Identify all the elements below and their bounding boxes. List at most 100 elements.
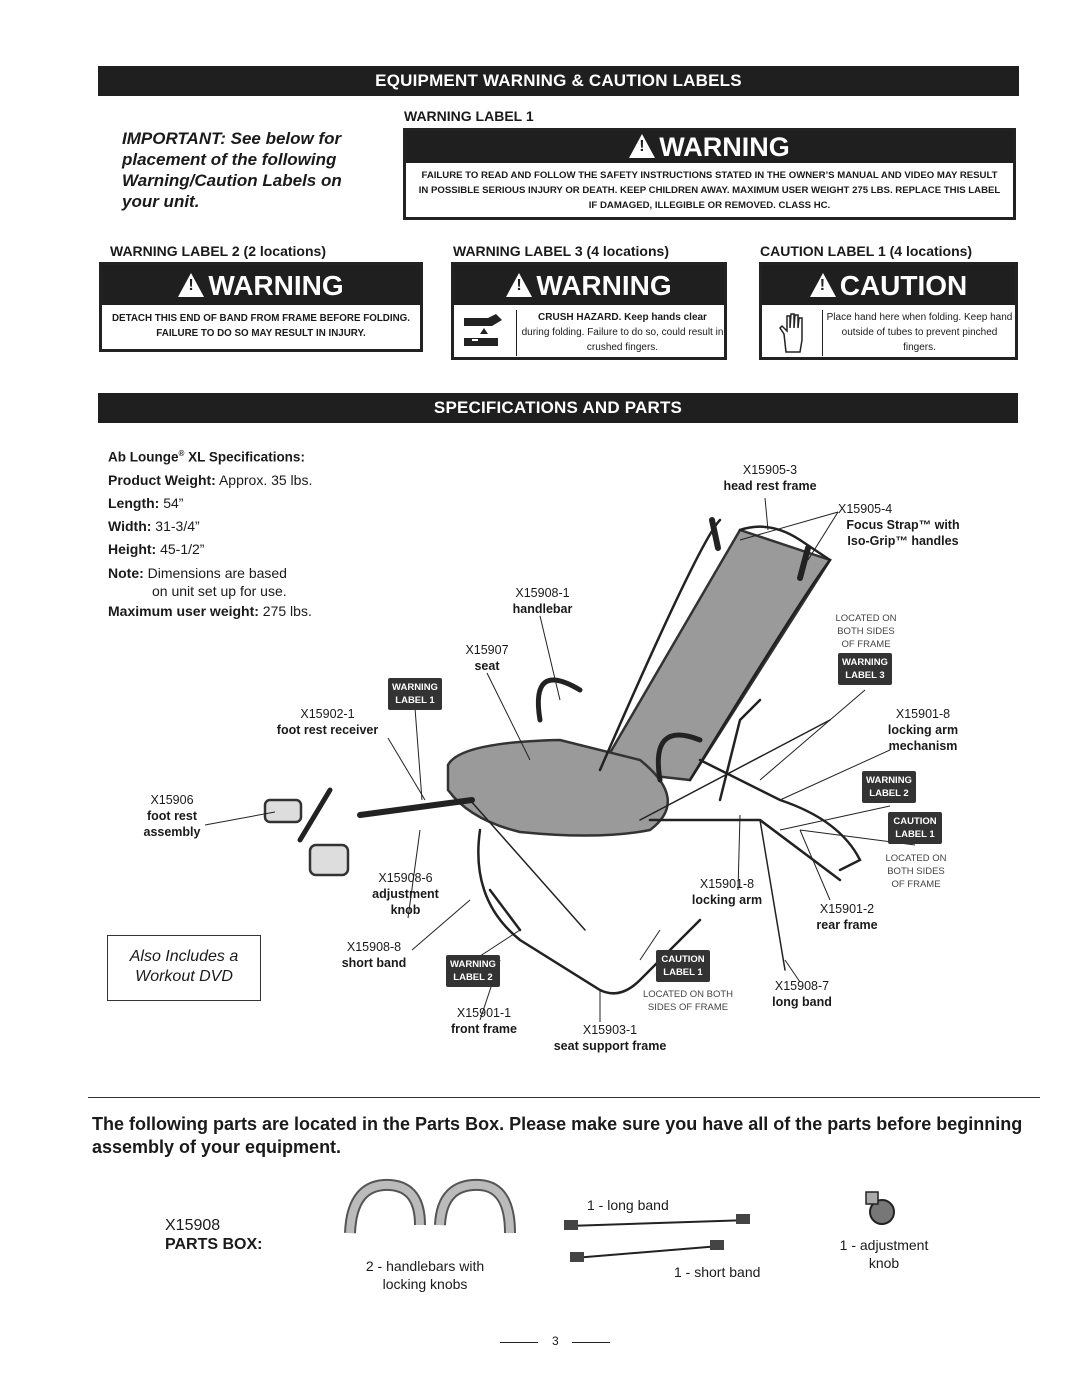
part-code: X15901-8 (699, 877, 755, 891)
spec-weight-value: Approx. 35 lbs. (215, 471, 313, 488)
spec-note-value-2: on unit set up for use. (152, 582, 287, 599)
registered-mark: ® (178, 449, 185, 458)
part-code: X15905-3 (742, 463, 798, 477)
caution-label-1-text: Place hand here when folding. Keep hand … (826, 312, 1013, 353)
spec-weight: Product Weight: Approx. 35 lbs. (108, 469, 408, 492)
tag-text: WARNING (392, 682, 438, 693)
specs-brand: Ab Lounge (108, 449, 179, 465)
handlebars-illustration (344, 1178, 516, 1234)
part-name: rear frame (816, 918, 878, 932)
part-code: X15901-8 (895, 707, 951, 721)
tag-text: LABEL 2 (869, 788, 909, 799)
warning-label-1-title: WARNING LABEL 1 (404, 108, 534, 124)
crush-hazard-icon (458, 310, 517, 356)
warning-label-3-bold: CRUSH HAZARD. Keep hands clear (538, 312, 707, 323)
callout-seat: X15907 seat (452, 642, 522, 674)
callout-adjustment-knob: X15908-6 adjustment knob (358, 870, 453, 918)
caution-heading: CAUTION (839, 270, 968, 301)
tag-text: WARNING (866, 775, 912, 786)
adjustment-knob-illustration (865, 1191, 895, 1225)
tag-text: LABEL 1 (663, 967, 703, 978)
spec-max-value: 275 lbs. (258, 602, 312, 619)
callout-rear-frame: X15901-2 rear frame (806, 901, 888, 933)
located-both-sides-upper: LOCATED ON BOTH SIDES OF FRAME (835, 613, 897, 650)
part-code: X15902-1 (300, 707, 355, 721)
spec-length: Length: 54” (108, 492, 408, 515)
spec-note-label: Note: (108, 564, 144, 581)
callout-front-frame: X15901-1 front frame (444, 1005, 524, 1037)
part-code: X15901-2 (819, 902, 875, 916)
tag-text: LABEL 3 (845, 670, 885, 681)
warning-label-2-title: WARNING LABEL 2 (2 locations) (110, 243, 326, 259)
warning-heading: WARNING (659, 132, 790, 162)
warning-heading: WARNING (208, 270, 344, 301)
spec-length-value: 54” (159, 494, 184, 511)
handlebars-label: 2 - handlebars with locking knobs (365, 1258, 485, 1292)
callout-handlebar: X15908-1 handlebar (490, 585, 595, 617)
spec-weight-label: Product Weight: (108, 471, 216, 488)
warning-label-2: WARNING DETACH THIS END OF BAND FROM FRA… (99, 262, 423, 352)
part-name: seat support frame (553, 1039, 667, 1053)
hand-icon (766, 310, 823, 356)
tag-text: LABEL 1 (395, 695, 435, 706)
divider (88, 1097, 1040, 1098)
warning-label-1: WARNING FAILURE TO READ AND FOLLOW THE S… (403, 128, 1016, 220)
warning-heading: WARNING (536, 270, 672, 301)
caution-triangle-icon (809, 273, 836, 297)
callout-foot-rest-assembly: X15906 foot rest assembly (132, 792, 212, 840)
tag-warning-label-3: WARNING LABEL 3 (838, 653, 892, 685)
long-band-label: 1 - long band (587, 1197, 669, 1213)
page-number: 3 (552, 1334, 559, 1348)
part-code: X15908-1 (515, 586, 570, 600)
spec-height-value: 45-1/2” (156, 540, 205, 557)
page-rule-right (572, 1342, 610, 1343)
parts-box-title: PARTS BOX: (165, 1236, 263, 1253)
part-code: X15908-8 (346, 940, 402, 954)
page-rule-left (500, 1342, 538, 1343)
part-name: handlebar (512, 602, 573, 616)
spec-note-value: Dimensions are based (143, 564, 287, 581)
adjustment-knob-label: 1 - adjustment knob (839, 1237, 929, 1271)
spec-max-label: Maximum user weight: (108, 602, 259, 619)
spec-width-label: Width: (108, 517, 152, 534)
tag-warning-label-1: WARNING LABEL 1 (388, 678, 442, 710)
tag-warning-label-2-right: WARNING LABEL 2 (862, 771, 916, 803)
warning-label-1-text: FAILURE TO READ AND FOLLOW THE SAFETY IN… (418, 170, 1001, 211)
specs-heading: Ab Lounge® XL Specifications: (108, 442, 408, 469)
tag-text: WARNING (842, 657, 888, 668)
spec-width-value: 31-3/4” (151, 517, 200, 534)
part-name: foot rest receiver (276, 723, 379, 737)
part-name: locking arm mechanism (887, 723, 959, 753)
section-banner-labels: EQUIPMENT WARNING & CAUTION LABELS (98, 66, 1019, 96)
tag-text: LABEL 1 (895, 829, 935, 840)
warning-label-3-body: during folding. Failure to do so, could … (521, 327, 724, 353)
part-name: front frame (451, 1022, 517, 1036)
part-code: X15907 (465, 643, 509, 657)
caution-label-1: CAUTION Place hand here when folding. Ke… (759, 262, 1018, 360)
spec-length-label: Length: (108, 494, 160, 511)
part-code: X15908-7 (774, 979, 830, 993)
warning-label-3: WARNING CRUSH HAZARD. Keep hands clear d… (451, 262, 727, 360)
located-both-sides-bottom: LOCATED ON BOTH SIDES OF FRAME (642, 989, 734, 1013)
part-code: X15901-1 (456, 1006, 512, 1020)
part-code: X15906 (150, 793, 194, 807)
caution-label-1-title: CAUTION LABEL 1 (4 locations) (760, 243, 973, 259)
tag-text: WARNING (450, 959, 496, 970)
part-name: adjustment knob (372, 887, 439, 917)
also-includes-dvd-box: Also Includes a Workout DVD (107, 935, 261, 1001)
callout-foot-rest-receiver: X15902-1 foot rest receiver (260, 706, 395, 738)
part-name: seat (474, 659, 500, 673)
part-code: X15908-6 (378, 871, 433, 885)
part-name: foot rest assembly (143, 809, 201, 839)
warning-triangle-icon (506, 273, 533, 297)
spec-width: Width: 31-3/4” (108, 515, 408, 538)
short-band-label: 1 - short band (674, 1264, 761, 1280)
